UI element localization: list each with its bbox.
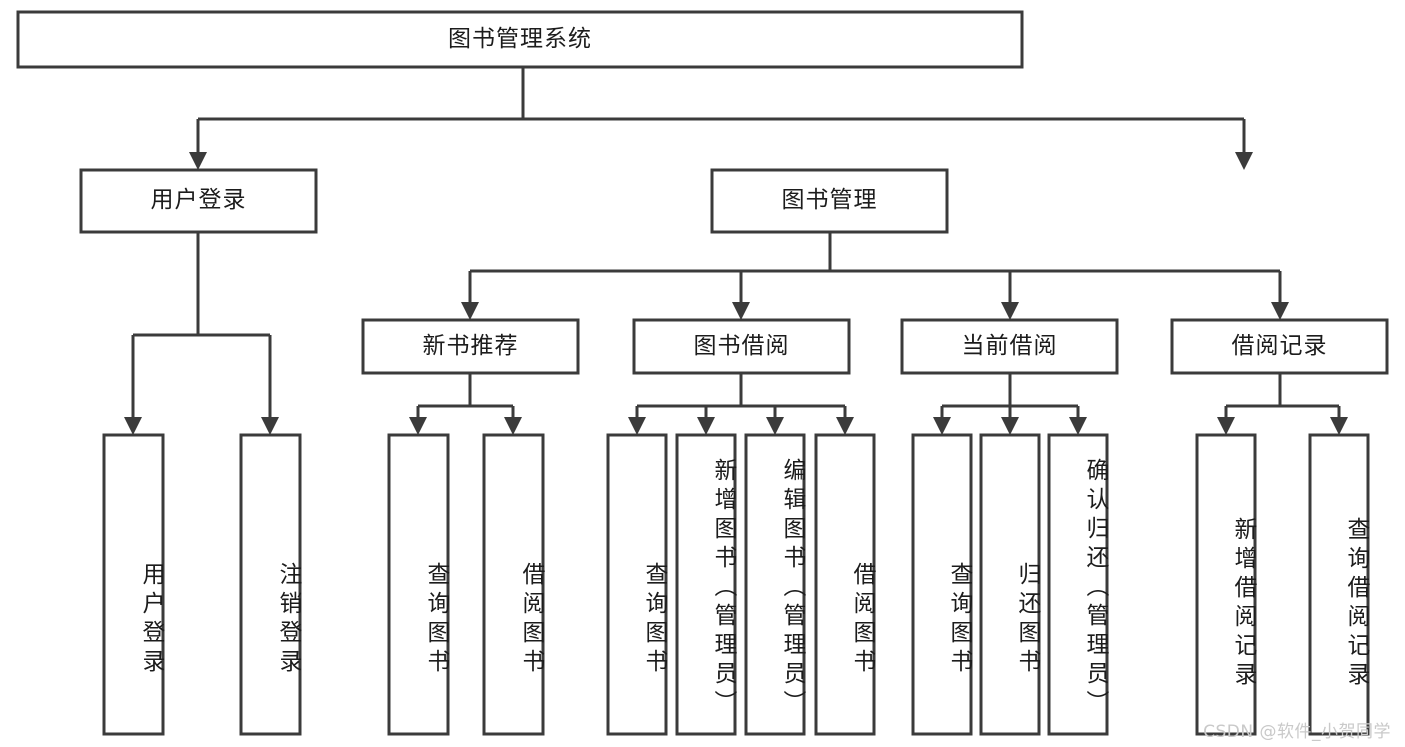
leaf-box-borrow-record-0[interactable] [1195, 433, 1257, 736]
leaf-box-user-login-1[interactable] [239, 433, 302, 736]
node-box-book-borrow[interactable] [632, 318, 851, 375]
connector-bookmgmt-to-level3 [461, 232, 1289, 320]
leaf-box-user-login-0[interactable] [102, 433, 165, 736]
leaf-box-book-borrow-0[interactable] [606, 433, 668, 736]
leaf-box-book-borrow-2[interactable] [744, 433, 806, 736]
leaf-box-current-borrow-0[interactable] [911, 433, 973, 736]
connector-currentborrow-to-leaves [933, 373, 1087, 435]
leaf-box-current-borrow-1[interactable] [979, 433, 1041, 736]
leaf-box-new-book-1[interactable] [482, 433, 545, 736]
connector-userlogin-to-leaves [124, 232, 279, 435]
node-box-root[interactable] [16, 10, 1024, 69]
connector-borrowrecord-to-leaves [1217, 373, 1348, 435]
leaf-box-current-borrow-2[interactable] [1047, 433, 1109, 736]
leaf-box-borrow-record-1[interactable] [1308, 433, 1370, 736]
node-box-borrow-record[interactable] [1170, 318, 1389, 375]
leaf-box-new-book-0[interactable] [387, 433, 450, 736]
node-box-book-management[interactable] [710, 168, 949, 234]
node-box-user-login[interactable] [79, 168, 318, 234]
connector-bookborrow-to-leaves [628, 373, 854, 435]
node-box-new-book-recommend[interactable] [361, 318, 580, 375]
connector-root-to-level2 [189, 67, 1253, 170]
node-box-current-borrow[interactable] [900, 318, 1119, 375]
leaf-box-book-borrow-1[interactable] [675, 433, 737, 736]
leaf-box-book-borrow-3[interactable] [814, 433, 876, 736]
connector-newbook-to-leaves [409, 373, 522, 435]
